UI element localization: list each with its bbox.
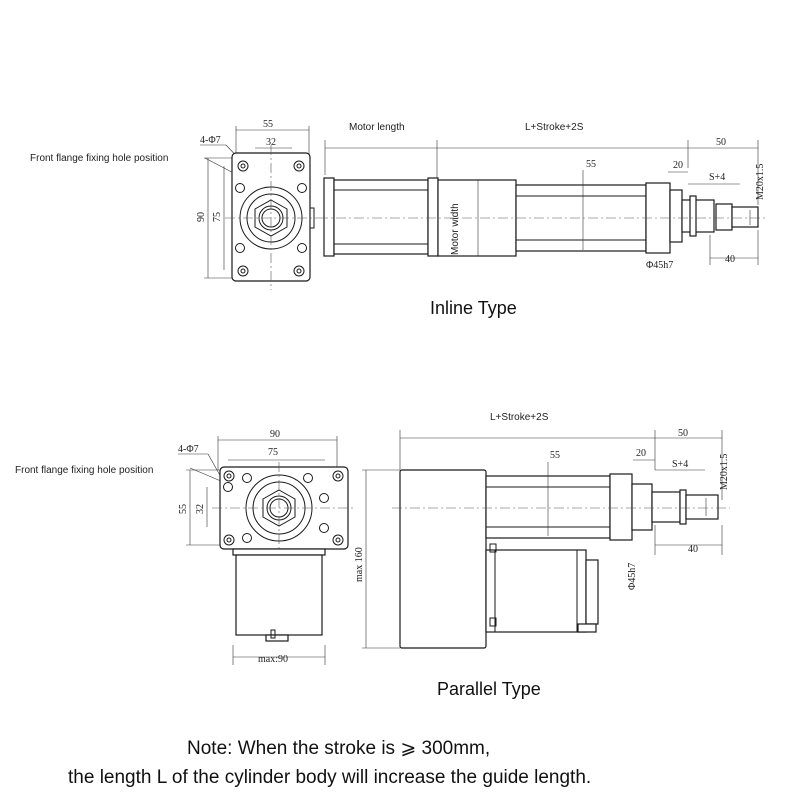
parallel-front-view: 90 75 4-Φ7 Front flange fixing hole posi…: [15, 429, 355, 665]
inline-dim-s4: S+4: [709, 172, 725, 183]
inline-dim-55: 55: [586, 159, 596, 170]
inline-side-view: Motor length L+Stroke+2S 50 20 S+4 M20x1…: [318, 122, 766, 271]
parallel-dim-50: 50: [678, 428, 688, 439]
parallel-dim-90: 90: [270, 429, 280, 440]
parallel-type-title: Parallel Type: [437, 679, 541, 699]
parallel-gearbox: [399, 469, 487, 649]
dim-55-top: 55: [263, 119, 273, 130]
parallel-motor-front: [235, 554, 323, 636]
parallel-thread: M20x1.5: [719, 454, 730, 490]
parallel-dim-55: 55: [550, 450, 560, 461]
parallel-motor-side: [485, 549, 587, 633]
motor-length-label: Motor length: [349, 122, 405, 133]
front-flange-hole-label: Front flange fixing hole position: [30, 153, 168, 164]
parallel-dim-75: 75: [268, 447, 278, 458]
parallel-dim-40: 40: [688, 544, 698, 555]
parallel-rod: [651, 491, 681, 523]
inline-rod-diameter: Φ45h7: [646, 260, 673, 271]
parallel-dim-32-left: 32: [195, 504, 206, 514]
parallel-dim-max90: max:90: [258, 654, 288, 665]
inline-dim-20: 20: [673, 160, 683, 171]
inline-thread: M20x1.5: [755, 164, 766, 200]
parallel-dim-55-left: 55: [178, 504, 189, 514]
inline-motor: [333, 179, 429, 255]
note-line-1: Note: When the stroke is ⩾ 300mm,: [187, 738, 490, 759]
parallel-dim-holes: 4-Φ7: [178, 444, 199, 455]
parallel-front-flange-hole-label: Front flange fixing hole position: [15, 465, 153, 476]
parallel-rod-diameter: Φ45h7: [627, 563, 638, 590]
dim-75-left: 75: [212, 212, 223, 222]
dim-90-left: 90: [196, 212, 207, 222]
inline-dim-40: 40: [725, 254, 735, 265]
inline-dim-50: 50: [716, 137, 726, 148]
parallel-dim-20: 20: [636, 448, 646, 459]
dim-holes: 4-Φ7: [200, 135, 221, 146]
parallel-l-stroke-label: L+Stroke+2S: [490, 412, 549, 423]
inline-l-stroke-label: L+Stroke+2S: [525, 122, 584, 133]
dim-32-top: 32: [266, 137, 276, 148]
inline-front-view: 55 32 4-Φ7 Front flange fixing hole posi…: [30, 119, 318, 290]
parallel-dim-max160: max 160: [354, 547, 365, 582]
note-line-2: the length L of the cylinder body will i…: [68, 767, 591, 788]
parallel-dim-s4: S+4: [672, 459, 688, 470]
inline-type-title: Inline Type: [430, 298, 517, 318]
parallel-side-view: L+Stroke+2S 50 20 S+4 M20x1.5 max 160 55…: [354, 412, 730, 649]
inline-rod: [681, 199, 715, 233]
motor-width-label: Motor width: [450, 203, 461, 255]
